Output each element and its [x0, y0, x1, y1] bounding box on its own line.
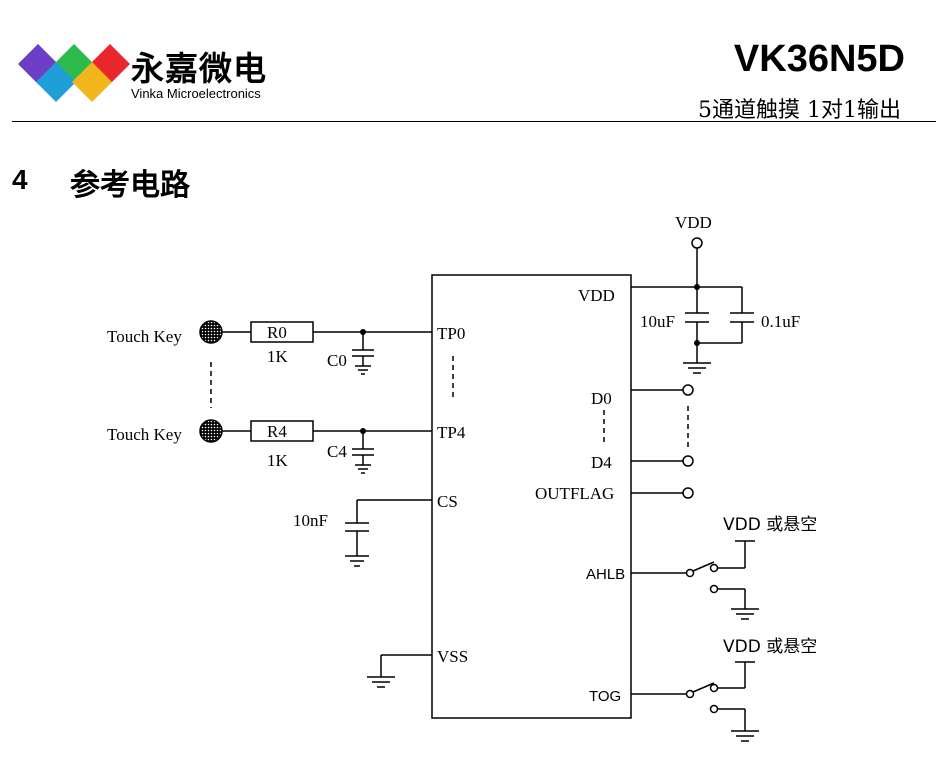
d0-terminal: [682, 384, 694, 396]
d4-terminal: [682, 455, 694, 467]
label-ahlb-option: VDD 或悬空: [723, 515, 817, 535]
part-number: VK36N5D: [733, 38, 905, 80]
label-cap-10uf: 10uF: [640, 312, 675, 331]
pin-ahlb: AHLB: [586, 566, 625, 583]
ahlb-switch-vdd: [709, 563, 719, 573]
label-c0: C0: [327, 351, 347, 370]
pin-vdd: VDD: [578, 286, 615, 305]
pin-outflag: OUTFLAG: [535, 484, 614, 503]
label-touch-key-4: Touch Key: [107, 425, 182, 444]
vdd-terminal: [691, 237, 703, 249]
label-c4: C4: [327, 442, 347, 461]
brand-name-cn: 永嘉微电: [131, 49, 267, 88]
tog-switch-common: [685, 689, 695, 699]
junction-vdd-bottom: [694, 340, 700, 346]
pin-d0: D0: [591, 389, 612, 408]
label-r0-value: 1K: [267, 347, 289, 366]
part-subtitle: 5通道触摸 1对1输出: [698, 98, 901, 123]
outflag-terminal: [682, 487, 694, 499]
pin-cs: CS: [437, 492, 458, 511]
tog-switch-vdd: [709, 683, 719, 693]
label-vdd-supply: VDD: [675, 213, 712, 232]
pin-tp4: TP4: [437, 423, 466, 442]
ahlb-switch-common: [685, 568, 695, 578]
pin-vss: VSS: [437, 647, 468, 666]
brand-name-en: Vinka Microelectronics: [131, 86, 261, 101]
ahlb-switch-gnd: [709, 584, 719, 594]
label-r4-value: 1K: [267, 451, 289, 470]
ic-body: [431, 274, 632, 719]
header-divider: [12, 121, 936, 122]
pin-tp0: TP0: [437, 324, 465, 343]
tog-switch-gnd: [709, 704, 719, 714]
section-title: 参考电路: [70, 168, 190, 203]
pin-d4: D4: [591, 453, 612, 472]
logo-diamond-blue: [36, 62, 76, 102]
label-cap-01uf: 0.1uF: [761, 312, 800, 331]
touch-pad-4: [199, 419, 223, 443]
label-touch-key-0: Touch Key: [107, 327, 182, 346]
brand-logo: [18, 44, 130, 102]
label-tog-option: VDD 或悬空: [723, 637, 817, 657]
touch-pad-0: [199, 320, 223, 344]
logo-diamond-yellow: [72, 62, 112, 102]
label-cap-10nf: 10nF: [293, 511, 328, 530]
junction-tp0: [360, 329, 366, 335]
pin-tog: TOG: [589, 688, 621, 705]
junction-tp4: [360, 428, 366, 434]
junction-vdd-top: [694, 284, 700, 290]
label-r4: R4: [267, 422, 287, 441]
label-r0: R0: [267, 323, 287, 342]
section-number: 4: [12, 164, 28, 195]
